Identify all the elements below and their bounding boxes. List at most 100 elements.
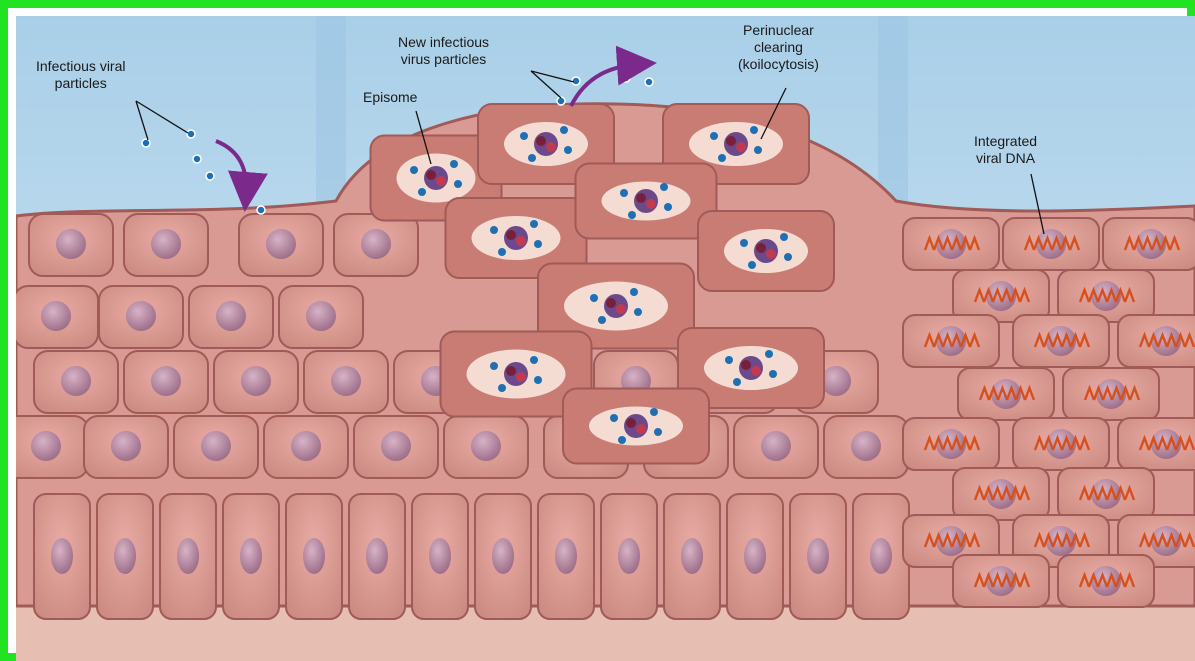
virus-particle — [528, 154, 536, 162]
basal-cell — [349, 494, 405, 619]
virus-particle — [187, 130, 195, 138]
label-integrated-dna: Integrated viral DNA — [974, 133, 1037, 167]
basal-cell — [223, 494, 279, 619]
light-beam — [316, 16, 346, 216]
virus-particle — [750, 126, 758, 134]
basal-cell — [664, 494, 720, 619]
virus-particle — [572, 77, 580, 85]
squamous-cell — [824, 416, 908, 478]
diagram-canvas — [16, 16, 1195, 661]
virus-particle — [754, 146, 762, 154]
virus-particle — [650, 408, 658, 416]
basal-cell — [727, 494, 783, 619]
basal-cell — [34, 494, 90, 619]
virus-particle — [206, 172, 214, 180]
virus-particle — [660, 183, 668, 191]
virus-particle — [740, 239, 748, 247]
virus-particle — [590, 294, 598, 302]
squamous-cell — [189, 286, 273, 348]
virus-particle — [733, 378, 741, 386]
label-line: New infectious — [398, 34, 489, 51]
label-line: clearing — [738, 39, 819, 56]
virus-particle — [498, 384, 506, 392]
virus-particle — [710, 132, 718, 140]
virus-particle — [718, 154, 726, 162]
virus-particle — [450, 160, 458, 168]
squamous-cell — [444, 416, 528, 478]
virus-particle — [654, 428, 662, 436]
virus-particle — [769, 370, 777, 378]
label-perinuclear-clearing: Perinuclear clearing (koilocytosis) — [738, 22, 819, 73]
virus-particle — [780, 233, 788, 241]
virus-particle — [142, 139, 150, 147]
koilocyte-cell — [576, 164, 717, 239]
squamous-cell — [34, 351, 118, 413]
virus-particle — [634, 308, 642, 316]
squamous-cell — [354, 416, 438, 478]
squamous-cell — [214, 351, 298, 413]
basal-cell — [412, 494, 468, 619]
basal-cell — [97, 494, 153, 619]
squamous-cell — [304, 351, 388, 413]
squamous-cell — [84, 416, 168, 478]
squamous-cell — [16, 286, 98, 348]
virus-particle — [618, 436, 626, 444]
squamous-cell — [334, 214, 418, 276]
virus-particle — [410, 166, 418, 174]
label-line: virus particles — [398, 51, 489, 68]
label-line: Integrated — [974, 133, 1037, 150]
virus-particle — [257, 206, 265, 214]
virus-particle — [645, 78, 653, 86]
basal-cell — [475, 494, 531, 619]
squamous-cell — [124, 214, 208, 276]
virus-particle — [725, 356, 733, 364]
label-line: particles — [36, 75, 125, 92]
virus-particle — [664, 203, 672, 211]
virus-particle — [454, 180, 462, 188]
squamous-cell — [16, 416, 88, 478]
virus-particle — [498, 248, 506, 256]
virus-particle — [534, 240, 542, 248]
virus-particle — [610, 414, 618, 422]
virus-particle — [622, 74, 630, 82]
label-line: viral DNA — [974, 150, 1037, 167]
virus-particle — [564, 146, 572, 154]
squamous-cell — [124, 351, 208, 413]
virus-particle — [534, 376, 542, 384]
squamous-cell — [174, 416, 258, 478]
basal-cell — [286, 494, 342, 619]
label-line: Perinuclear — [738, 22, 819, 39]
koilocyte-cell — [698, 211, 834, 291]
virus-particle — [598, 316, 606, 324]
virus-particle — [520, 132, 528, 140]
virus-particle — [630, 288, 638, 296]
virus-particle — [193, 155, 201, 163]
basal-cell — [538, 494, 594, 619]
squamous-cell — [734, 416, 818, 478]
label-line: Infectious viral — [36, 58, 125, 75]
virus-particle — [490, 226, 498, 234]
label-infectious-particles: Infectious viral particles — [36, 58, 125, 92]
virus-particle — [530, 356, 538, 364]
virus-particle — [560, 126, 568, 134]
epithelium-diagram: Infectious viral particles Episome New i… — [16, 16, 1195, 661]
virus-particle — [765, 350, 773, 358]
label-new-particles: New infectious virus particles — [398, 34, 489, 68]
koilocyte-cell — [563, 389, 709, 464]
virus-particle — [620, 189, 628, 197]
basal-cell — [601, 494, 657, 619]
virus-particle — [530, 220, 538, 228]
basal-cell — [790, 494, 846, 619]
virus-particle — [628, 211, 636, 219]
virus-particle — [418, 188, 426, 196]
virus-particle — [490, 362, 498, 370]
basal-cell — [853, 494, 909, 619]
squamous-cell — [279, 286, 363, 348]
squamous-cell — [239, 214, 323, 276]
label-episome: Episome — [363, 89, 417, 106]
squamous-cell — [29, 214, 113, 276]
label-line: (koilocytosis) — [738, 56, 819, 73]
squamous-cell — [264, 416, 348, 478]
virus-particle — [748, 261, 756, 269]
